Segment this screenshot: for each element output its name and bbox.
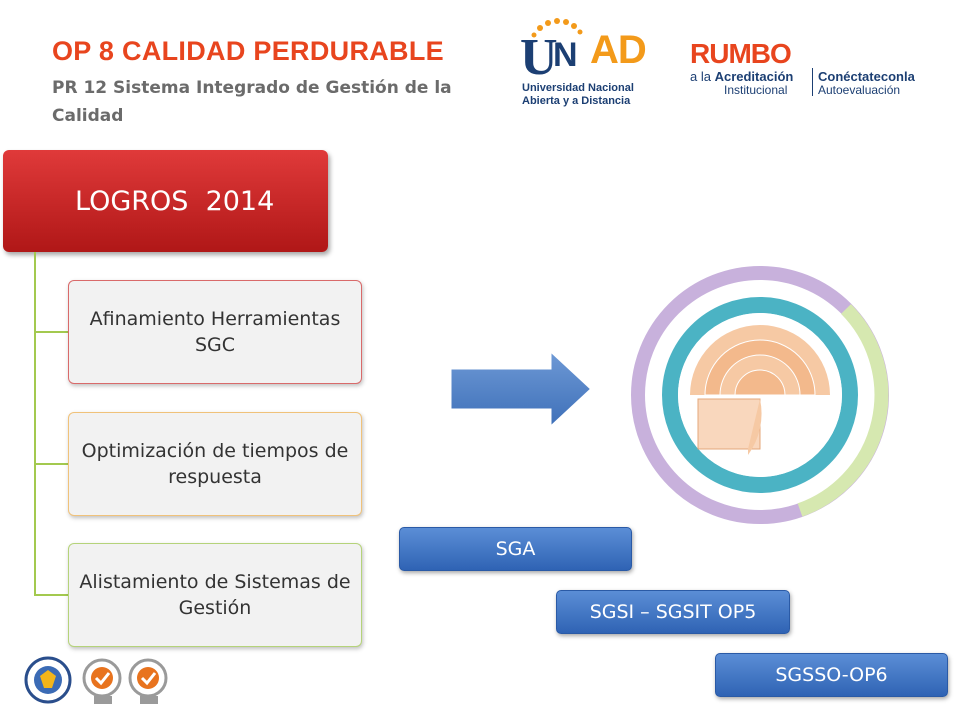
achievement-card-3: Alistamiento de Sistemas de Gestión: [68, 543, 362, 647]
connector-branch-3: [34, 594, 68, 596]
unad-logo-line1: Universidad Nacional: [522, 82, 634, 94]
unad-logo-ad: AD: [590, 28, 647, 72]
conectate-line1: Conéctateconla: [818, 69, 915, 84]
hierarchy-connector: [34, 252, 36, 596]
unad-logo: [531, 18, 583, 38]
sgsi-sgsit-button[interactable]: SGSI – SGSIT OP5: [556, 590, 790, 634]
sgs-seal-icon-2: [128, 658, 168, 704]
sga-button[interactable]: SGA: [399, 527, 632, 571]
unad-logo-line2: Abierta y a Distancia: [522, 95, 631, 107]
root-node-logros: LOGROS 2014: [3, 150, 328, 252]
rumbo-logo-line2: Institucional: [724, 83, 788, 97]
certification-seals: [24, 656, 168, 704]
conectate-line2: Autoevaluación: [818, 83, 901, 97]
sgs-seal-icon: [82, 658, 122, 704]
icontec-seal-icon: [24, 656, 72, 704]
achievement-label-2: Optimización de tiempos de respuesta: [81, 440, 349, 488]
rumbo-logo-word: RUMBO: [690, 38, 792, 69]
page-subtitle: PR 12 Sistema Integrado de Gestión de la…: [52, 78, 452, 126]
right-arrow-icon: [448, 348, 594, 430]
rumbo-logo-divider: [812, 68, 813, 96]
rumbo-logo-line1: a la Acreditación: [690, 69, 794, 84]
achievement-card-2: Optimización de tiempos de respuesta: [68, 412, 362, 516]
achievement-card-1: Afinamiento Herramientas SGC: [68, 280, 362, 384]
connector-branch-1: [34, 331, 68, 333]
root-node-label: LOGROS 2014: [75, 185, 275, 217]
unad-logo-u: U: [520, 29, 558, 86]
achievement-label-1: Afinamiento Herramientas SGC: [89, 308, 341, 356]
process-map-diagram: [631, 266, 889, 524]
unad-logo-n: N: [553, 36, 578, 74]
sgsso-button[interactable]: SGSSO-OP6: [715, 653, 948, 697]
page-title: OP 8 CALIDAD PERDURABLE: [52, 36, 444, 66]
connector-branch-2: [34, 463, 68, 465]
achievement-label-3: Alistamiento de Sistemas de Gestión: [79, 571, 351, 619]
